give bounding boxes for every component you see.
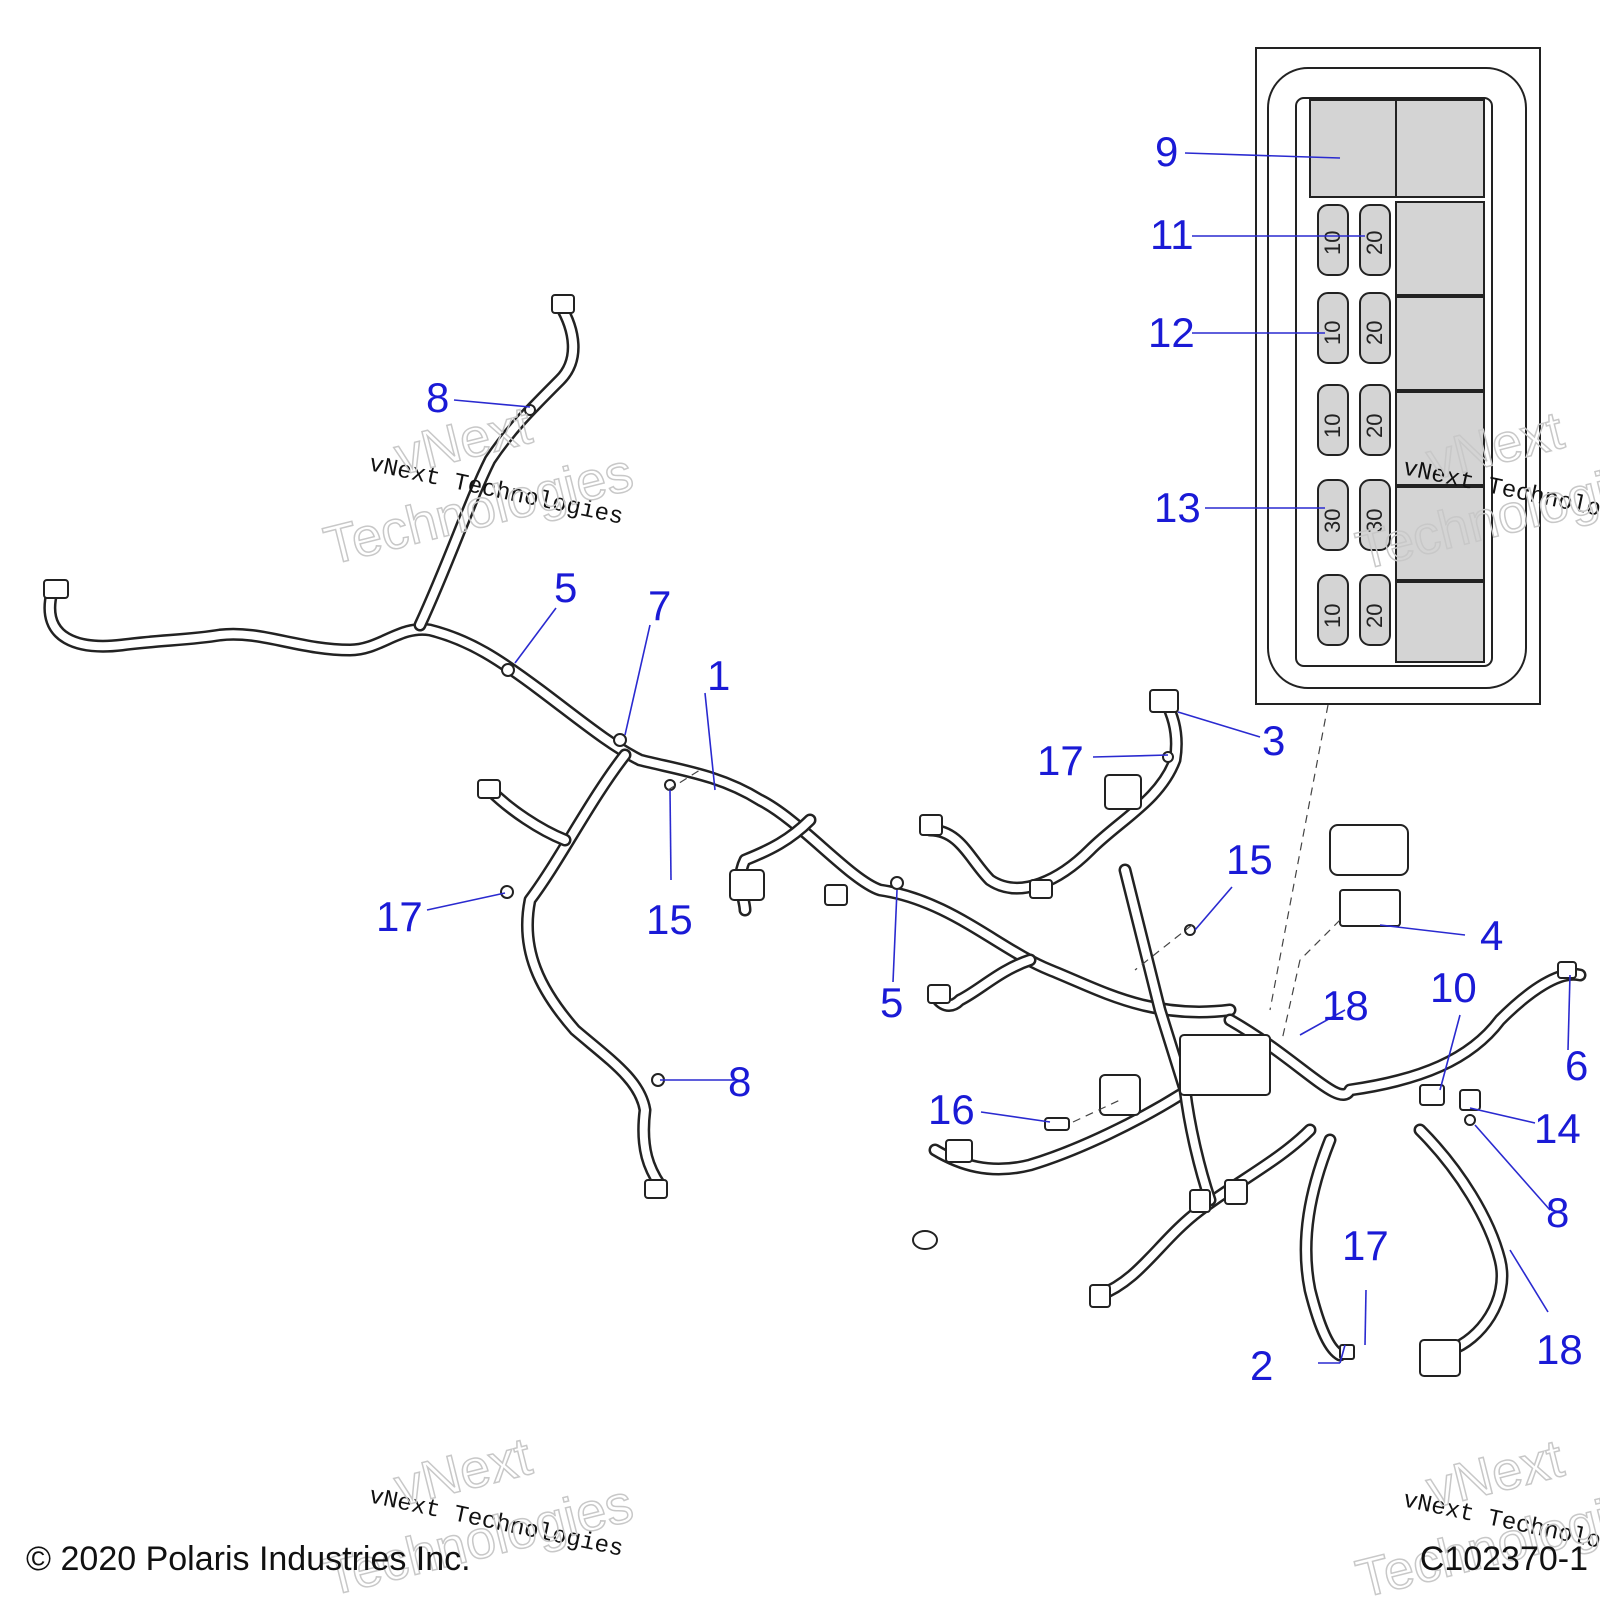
callout-6: 6 <box>1565 1042 1588 1089</box>
callout-18-upper: 18 <box>1322 982 1369 1029</box>
fuse-rating-9: 10 <box>1320 604 1345 628</box>
callout-8-lower-left: 8 <box>728 1058 751 1105</box>
callout-15-right: 15 <box>1226 836 1273 883</box>
figure-id: C102370-1 <box>1419 1540 1588 1578</box>
fuse-box-detail: 10 20 10 20 10 20 30 30 10 20 <box>667 47 1541 1123</box>
copyright-text: © 2020 Polaris Industries Inc. <box>26 1540 471 1578</box>
callout-18-lower: 18 <box>1536 1326 1583 1373</box>
callout-5-lower: 5 <box>880 979 903 1026</box>
main-harness <box>43 298 1587 1362</box>
fuse-rating-4: 20 <box>1362 321 1387 345</box>
connectors <box>43 294 1577 1377</box>
callout-12: 12 <box>1148 309 1195 356</box>
fuse-rating-5: 10 <box>1320 414 1345 438</box>
callout-7: 7 <box>648 582 671 629</box>
callout-16: 16 <box>928 1086 975 1133</box>
callout-4: 4 <box>1480 912 1503 959</box>
callout-1: 1 <box>707 652 730 699</box>
callout-11: 11 <box>1150 211 1194 258</box>
callout-numbers: 1 2 3 4 5 5 6 7 8 8 8 9 10 11 12 13 14 1… <box>376 128 1588 1389</box>
fuse-rating-8: 30 <box>1362 509 1387 533</box>
callout-17-lower: 17 <box>1342 1222 1389 1269</box>
callout-13: 13 <box>1154 484 1201 531</box>
callout-2: 2 <box>1250 1342 1273 1389</box>
callout-14: 14 <box>1534 1105 1581 1152</box>
callout-17-left: 17 <box>376 893 423 940</box>
leader-lines <box>426 152 1571 1364</box>
callout-17-upper: 17 <box>1037 737 1084 784</box>
fuse-rating-2: 20 <box>1362 231 1387 255</box>
fuse-rating-7: 30 <box>1320 509 1345 533</box>
callout-9: 9 <box>1155 128 1178 175</box>
callout-8-upper: 8 <box>426 374 449 421</box>
callout-3: 3 <box>1262 717 1285 764</box>
fuse-rating-1: 10 <box>1320 231 1345 255</box>
callout-15-left: 15 <box>646 896 693 943</box>
fuse-rating-10: 20 <box>1362 604 1387 628</box>
callout-5-upper: 5 <box>554 564 577 611</box>
fuse-rating-6: 20 <box>1362 414 1387 438</box>
callout-8-right: 8 <box>1546 1189 1569 1236</box>
callout-10: 10 <box>1430 964 1477 1011</box>
